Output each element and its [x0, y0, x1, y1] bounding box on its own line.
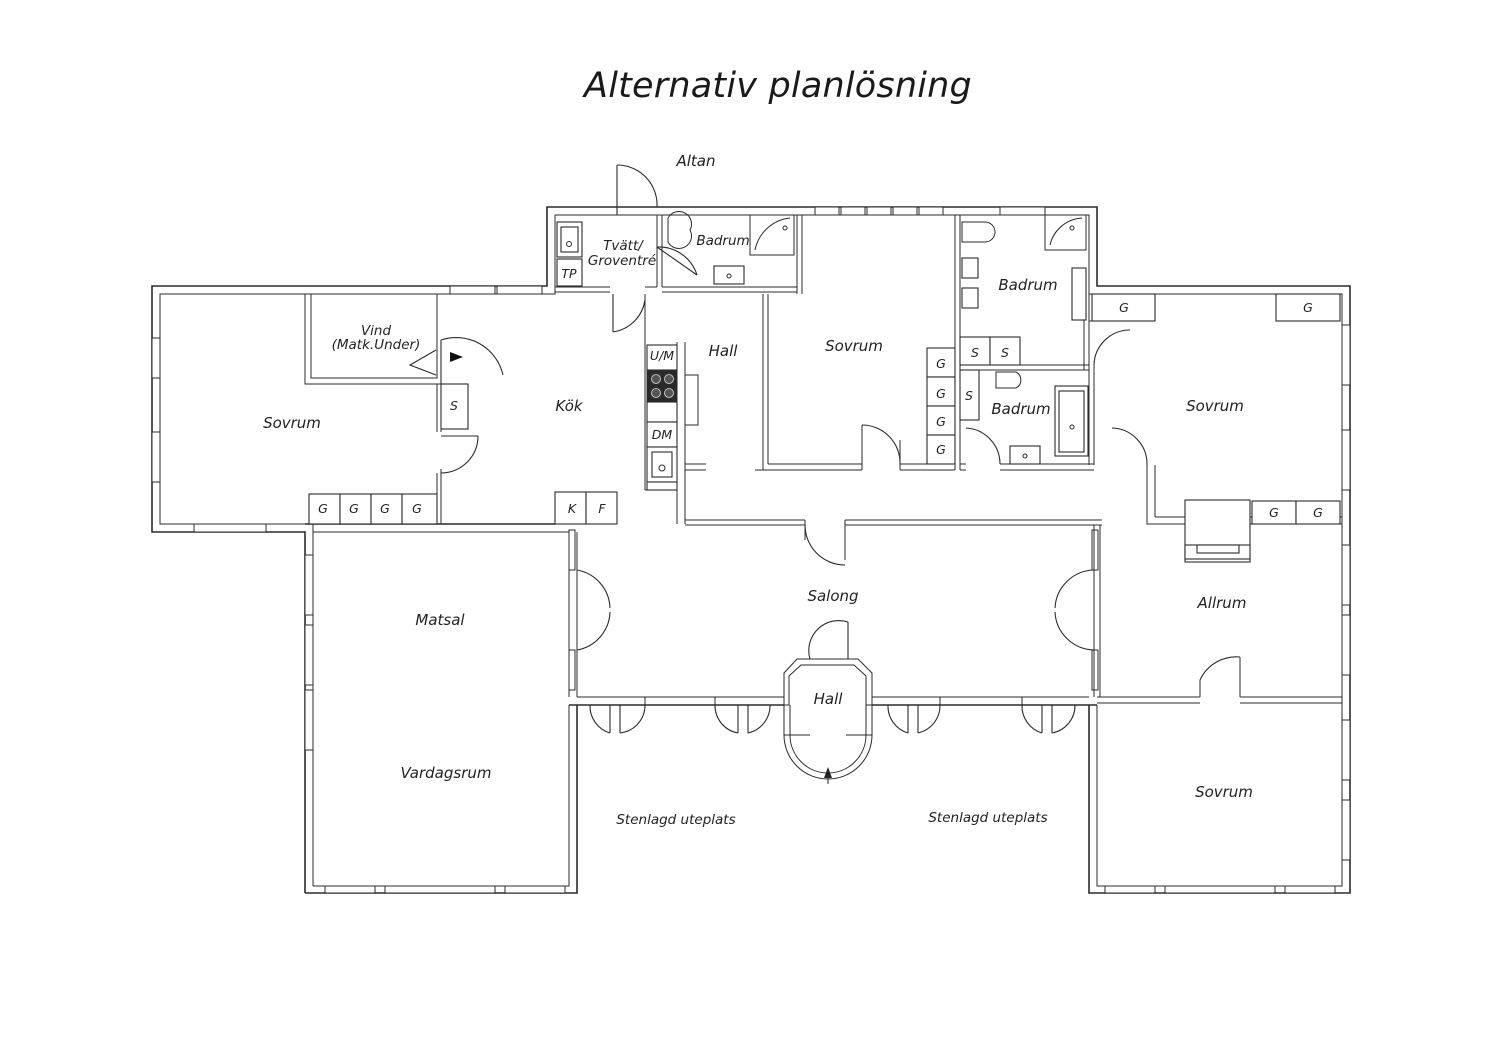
label-allrum: Allrum	[1197, 594, 1247, 612]
label-s: S	[1001, 345, 1009, 360]
label-g: G	[936, 386, 946, 401]
outer-walls	[151, 206, 1351, 894]
label-g: G	[936, 442, 946, 457]
storage-boxes	[308, 293, 1341, 525]
label-s: S	[450, 398, 458, 413]
label-um: U/M	[650, 348, 674, 363]
label-sovrum-east: Sovrum	[1186, 397, 1244, 415]
label-g: G	[936, 414, 946, 429]
label-sovrum-southeast: Sovrum	[1195, 783, 1253, 801]
label-tvatt-1: Tvätt/	[603, 238, 644, 254]
label-hall-entry: Hall	[814, 690, 844, 708]
label-hall-north: Hall	[709, 342, 739, 360]
label-dm: DM	[652, 427, 673, 442]
label-tvatt-2: Groventré	[588, 253, 656, 269]
fixtures	[556, 210, 1089, 491]
label-g: G	[349, 501, 359, 516]
label-f: F	[598, 501, 606, 516]
label-g: G	[1303, 300, 1313, 315]
label-vind-1: Vind	[361, 323, 392, 339]
windows	[151, 206, 1351, 894]
label-g: G	[318, 501, 328, 516]
label-sovrum-center: Sovrum	[825, 337, 883, 355]
label-tp: TP	[561, 266, 577, 281]
doors	[408, 164, 1241, 734]
label-s: S	[965, 388, 973, 403]
room-labels: Altan Tvätt/ Groventré Badrum Badrum Bad…	[263, 152, 1253, 828]
label-g: G	[936, 356, 946, 371]
label-uteplats-left: Stenlagd uteplats	[616, 812, 735, 828]
label-g: G	[1119, 300, 1129, 315]
label-salong: Salong	[807, 587, 858, 605]
label-badrum-top-left: Badrum	[696, 233, 749, 249]
label-s: S	[971, 345, 979, 360]
label-vind-2: (Matk.Under)	[332, 337, 421, 353]
label-badrum-top-right: Badrum	[998, 276, 1057, 294]
label-g: G	[1269, 505, 1279, 520]
label-g: G	[412, 501, 422, 516]
label-sovrum-west: Sovrum	[263, 414, 321, 432]
label-uteplats-right: Stenlagd uteplats	[928, 810, 1047, 826]
fixture-labels: TP U/M DM S S S S G G G G K F G G G G G …	[318, 266, 1323, 520]
label-g: G	[380, 501, 390, 516]
label-g: G	[1313, 505, 1323, 520]
label-badrum-mid: Badrum	[991, 400, 1050, 418]
page-title: Alternativ planlösning	[584, 66, 972, 106]
label-vardagsrum: Vardagsrum	[401, 764, 492, 782]
label-altan: Altan	[675, 152, 715, 170]
label-matsal: Matsal	[415, 611, 465, 629]
entry-hall	[783, 658, 873, 784]
label-k: K	[568, 501, 578, 516]
label-kok: Kök	[555, 397, 583, 415]
